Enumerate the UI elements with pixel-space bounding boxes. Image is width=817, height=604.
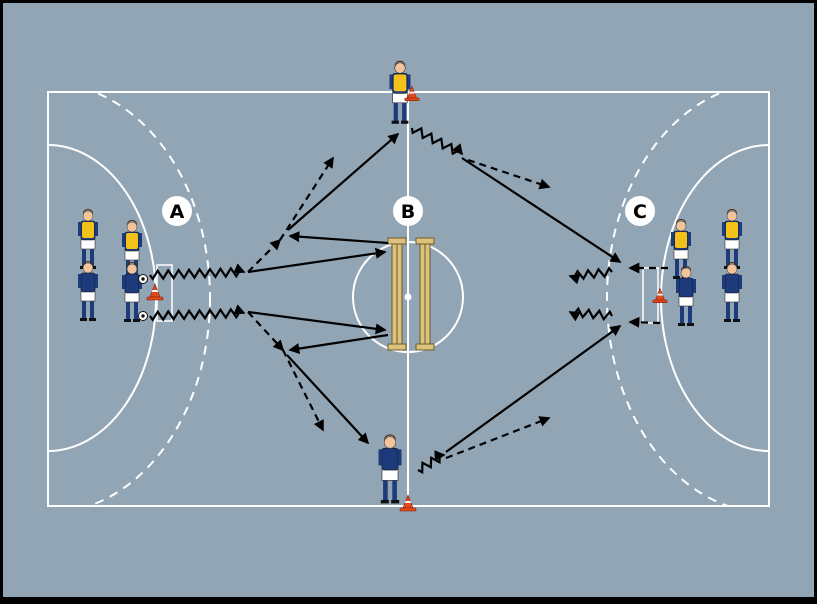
dribble-arrow xyxy=(568,266,613,285)
pass-arrow xyxy=(461,157,622,263)
center-spot xyxy=(404,293,412,301)
player-yellow-bib-icon xyxy=(389,60,411,124)
zone-c-label: C xyxy=(633,201,647,223)
dribble-arrow xyxy=(149,263,246,281)
run-arrow xyxy=(247,311,285,352)
pass-arrow xyxy=(288,231,389,245)
ball-icon xyxy=(138,274,148,284)
cone-icon xyxy=(146,283,164,301)
zone-c-badge: C xyxy=(625,196,655,226)
pass-arrow xyxy=(287,132,400,231)
players xyxy=(78,60,742,512)
dribble-arrow xyxy=(410,126,464,156)
pass-arrow xyxy=(247,310,387,335)
movement-arrows xyxy=(149,126,668,474)
run-arrow xyxy=(445,416,551,460)
run-arrow xyxy=(247,238,282,273)
pass-arrow xyxy=(286,354,370,445)
player-yellow-bib-icon xyxy=(78,209,98,269)
dribble-arrow xyxy=(149,304,246,322)
pass-arrow xyxy=(288,333,389,355)
zone-a-badge: A xyxy=(162,196,192,226)
zone-b-label: B xyxy=(401,201,415,223)
run-arrow xyxy=(467,158,551,190)
run-arrow xyxy=(282,349,324,432)
run-arrow xyxy=(279,156,334,241)
player-blue-icon xyxy=(78,261,98,321)
cone-icon xyxy=(404,85,420,101)
zone-b-badge: B xyxy=(393,196,423,226)
player-blue-icon xyxy=(722,262,742,322)
zone-labels: A B C xyxy=(162,196,655,226)
player-blue-icon xyxy=(378,434,402,504)
player-blue-icon xyxy=(676,266,696,326)
player-yellow-bib-icon xyxy=(671,219,691,279)
zone-a-label: A xyxy=(170,201,185,223)
pass-arrow xyxy=(445,325,622,453)
dribble-arrow xyxy=(568,306,613,322)
cone-icon xyxy=(399,494,417,512)
ball-icon xyxy=(138,311,148,321)
gate-icon xyxy=(387,237,435,351)
right-free-throw-line xyxy=(606,92,732,506)
center-circle xyxy=(352,241,464,353)
left-free-throw-line xyxy=(85,92,211,506)
run-arrow xyxy=(628,316,661,328)
cone-icon xyxy=(652,287,668,303)
pass-arrow xyxy=(247,247,387,274)
dribble-arrow xyxy=(417,450,446,474)
